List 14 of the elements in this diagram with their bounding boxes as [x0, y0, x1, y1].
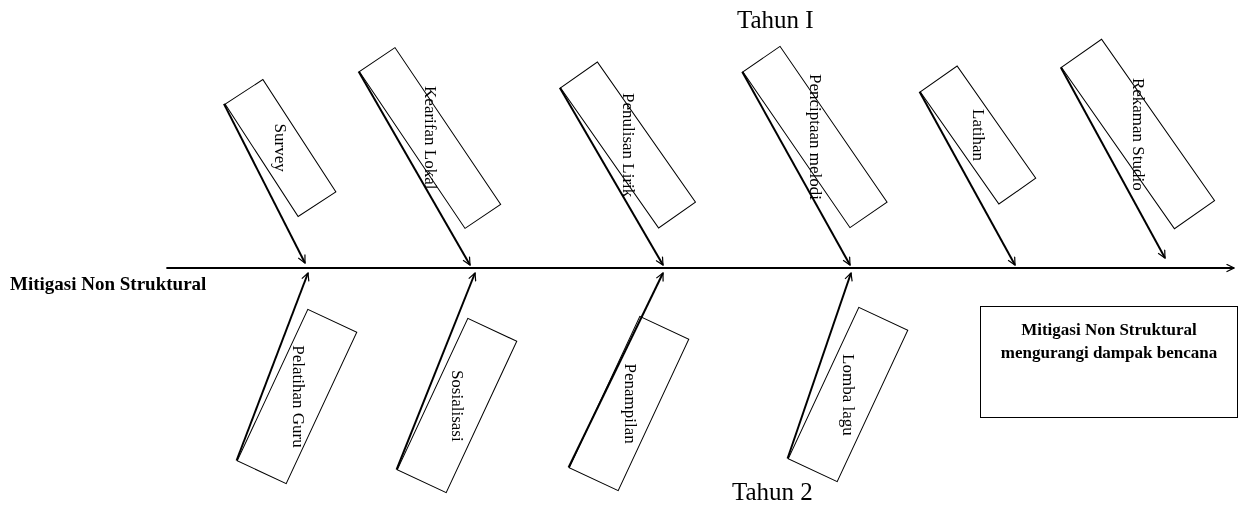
arrow: [222, 102, 306, 264]
arrow: [1059, 66, 1166, 259]
arrow: [918, 90, 1016, 266]
arrow: [558, 86, 664, 266]
arrow: [567, 272, 664, 469]
arrow: [786, 272, 853, 460]
arrow: [395, 272, 477, 471]
arrow: [235, 272, 310, 462]
arrow: [357, 70, 471, 266]
year-label: Tahun I: [737, 6, 814, 34]
arrow: [741, 70, 851, 266]
spine-arrow: [165, 263, 1235, 273]
effect-box: Mitigasi Non Struktural mengurangi dampak bencana: [980, 306, 1238, 418]
spine-label: Mitigasi Non Struktural: [10, 268, 207, 295]
